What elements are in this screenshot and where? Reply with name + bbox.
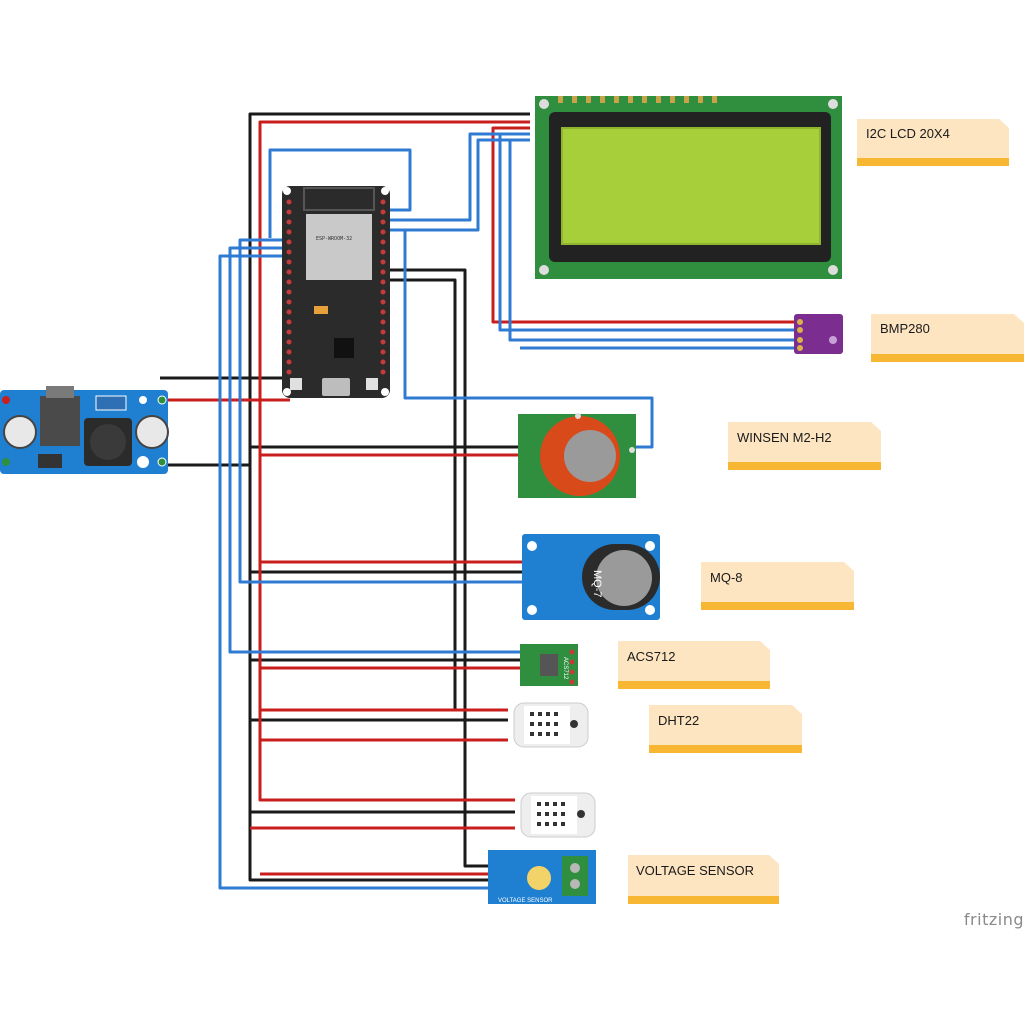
acs712-sensor[interactable]: ACS712: [520, 644, 578, 686]
note-mq8-text: MQ-8: [710, 570, 743, 585]
note-bmp-text: BMP280: [880, 321, 930, 336]
note-winsen: WINSEN M2-H2: [728, 422, 881, 470]
note-lcd: I2C LCD 20X4: [857, 119, 1009, 166]
vs-chip-label: VOLTAGE SENSOR: [498, 898, 553, 904]
buck-converter[interactable]: [0, 386, 169, 474]
note-bmp: BMP280: [871, 314, 1024, 362]
note-acs-text: ACS712: [627, 649, 675, 664]
signal-wires: [218, 132, 800, 890]
acs-chip-label: ACS712: [562, 657, 568, 680]
note-voltage-text: VOLTAGE SENSOR: [636, 863, 754, 878]
note-lcd-text: I2C LCD 20X4: [866, 126, 950, 141]
mq7-chip-label: MQ-7: [591, 570, 603, 598]
note-dht-text: DHT22: [658, 713, 699, 728]
note-winsen-text: WINSEN M2-H2: [737, 430, 832, 445]
winsen-m2-h2-sensor[interactable]: [518, 413, 636, 498]
bmp280-sensor[interactable]: [794, 314, 843, 354]
fritzing-watermark: fritzing: [963, 910, 1024, 929]
note-voltage: VOLTAGE SENSOR: [628, 855, 779, 904]
dht22-sensor-1[interactable]: [513, 702, 589, 748]
dht22-sensor-2[interactable]: [520, 792, 596, 838]
esp32-board[interactable]: ESP-WROOM-32: [282, 186, 390, 398]
note-mq8: MQ-8: [701, 562, 854, 610]
note-dht: DHT22: [649, 705, 802, 753]
mq7-sensor[interactable]: MQ-7: [522, 534, 660, 620]
lcd-display[interactable]: [535, 96, 842, 279]
power-wires: [160, 120, 800, 876]
wires: [160, 112, 800, 890]
module-label: ESP-WROOM-32: [316, 236, 352, 242]
note-acs: ACS712: [618, 641, 770, 689]
voltage-sensor[interactable]: VOLTAGE SENSOR: [488, 850, 596, 904]
